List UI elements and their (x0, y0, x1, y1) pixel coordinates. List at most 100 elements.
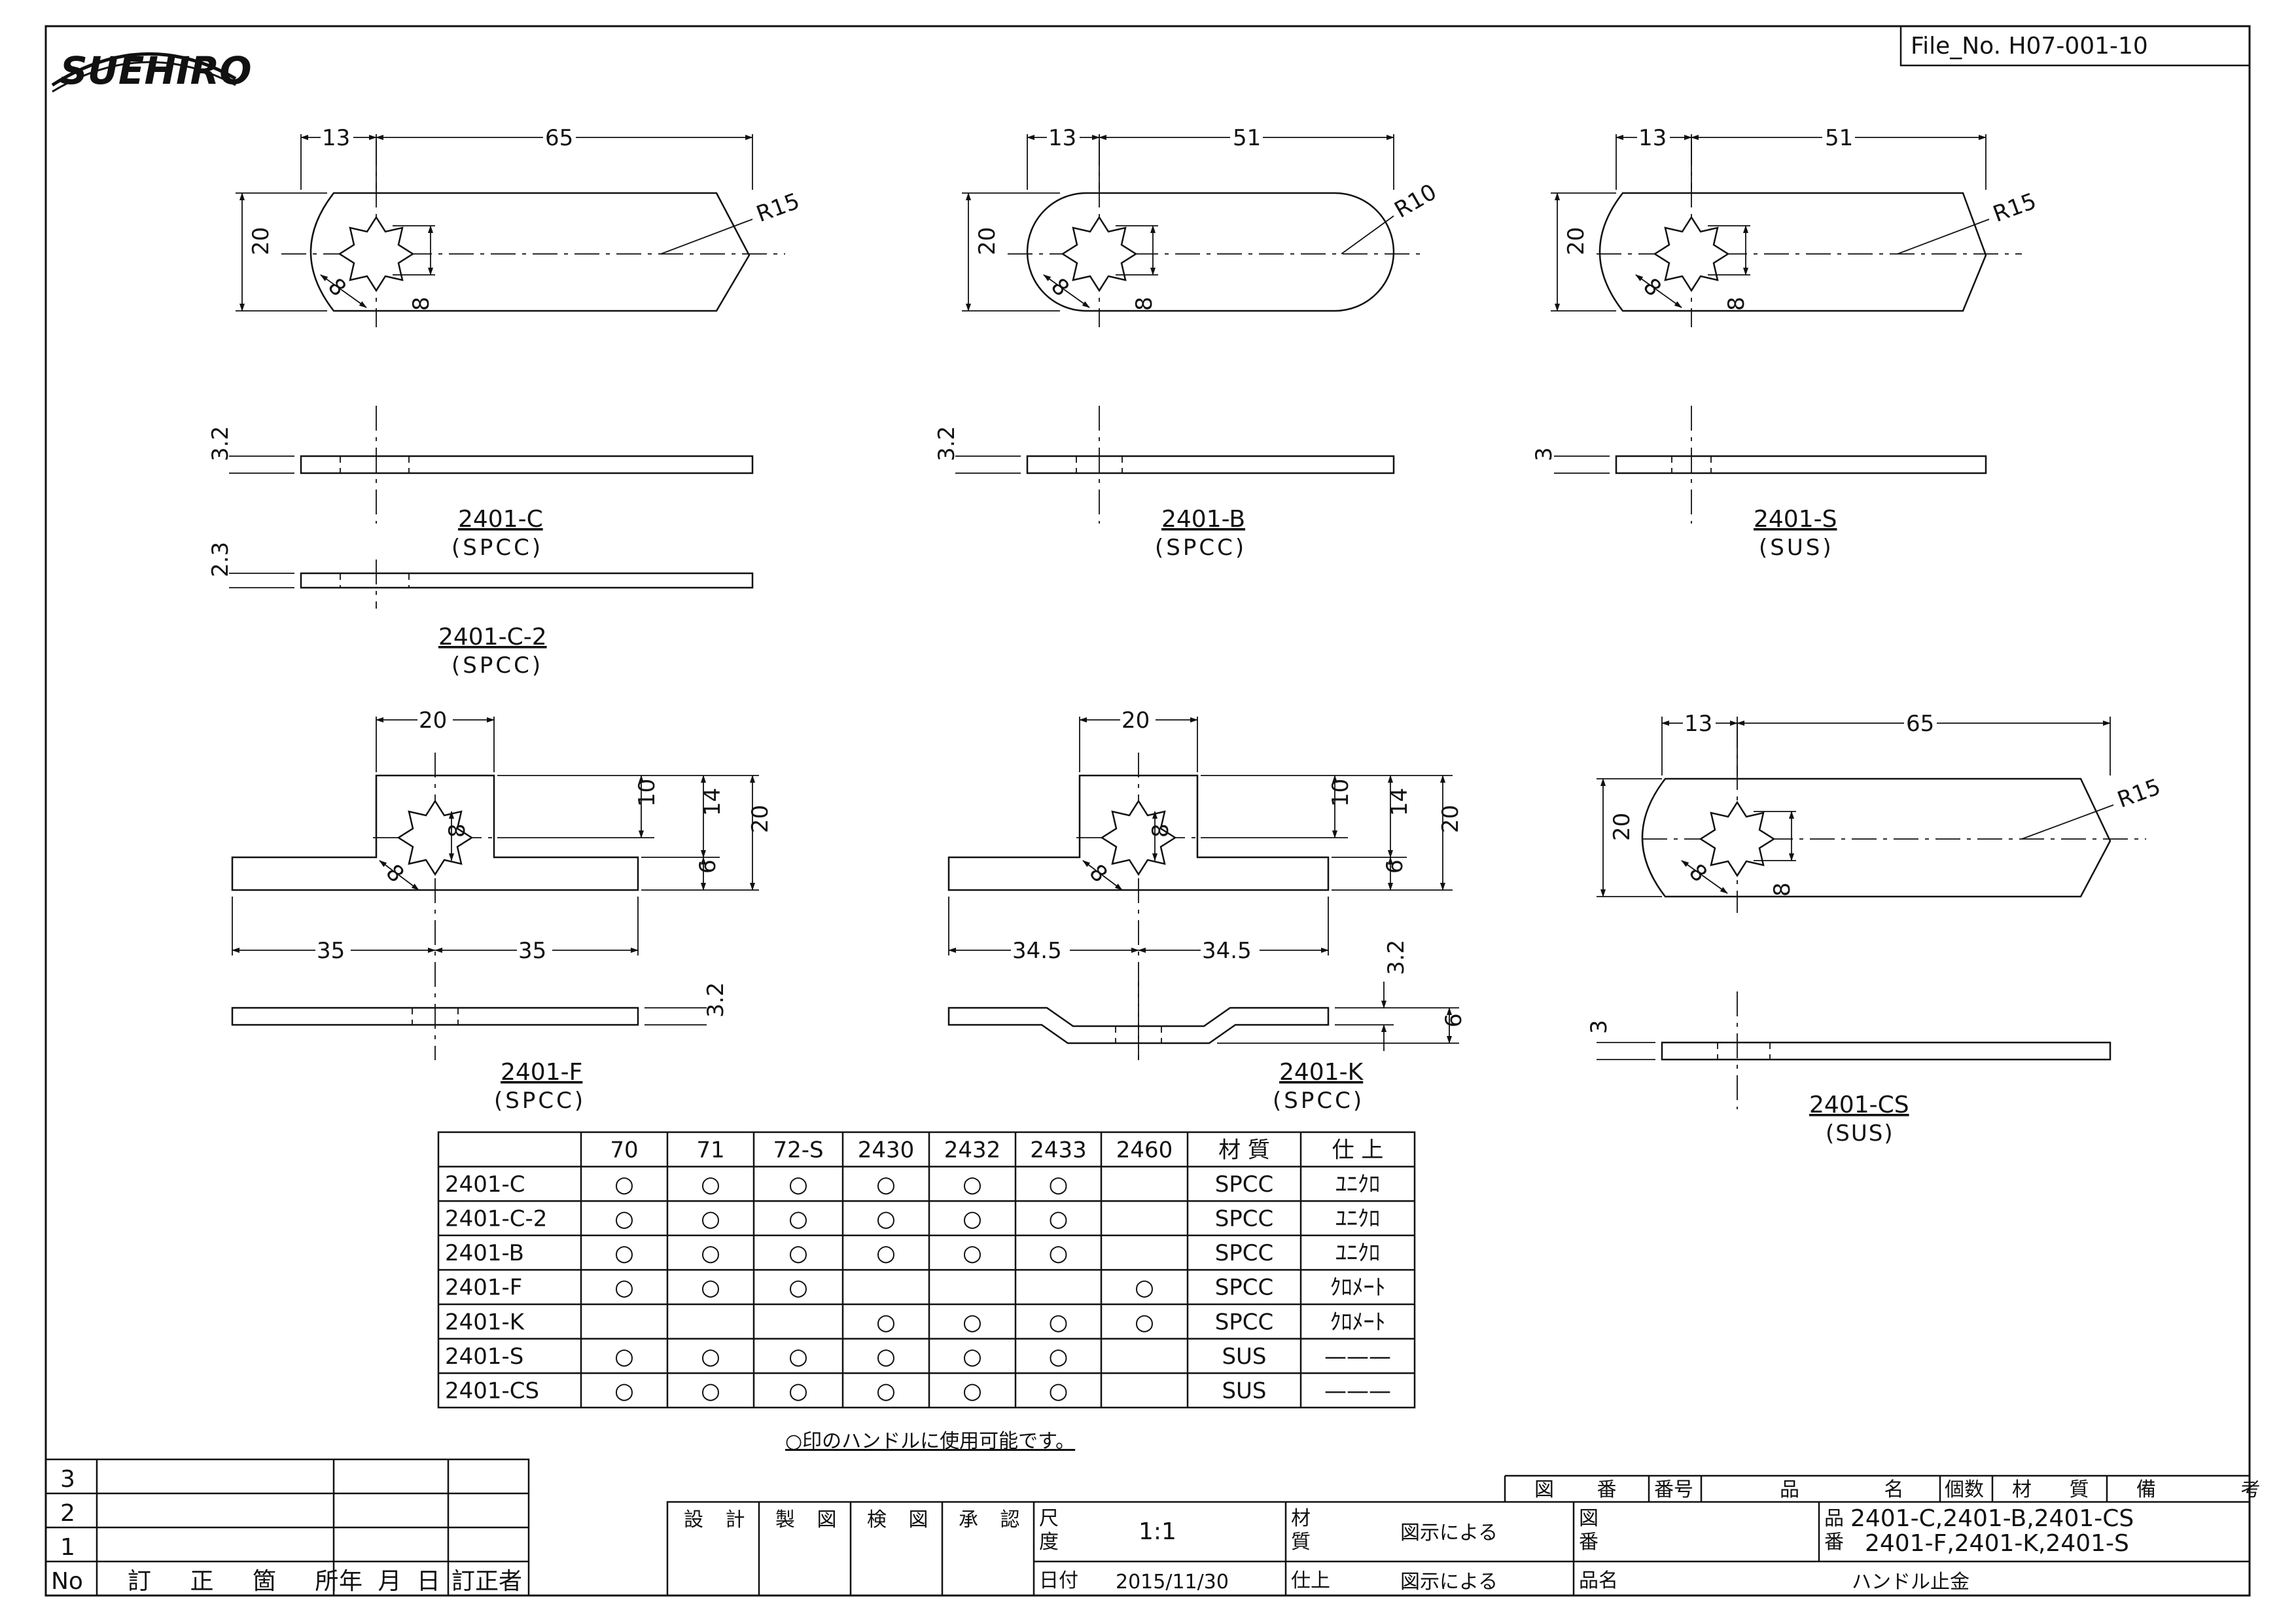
svg-text:3.2: 3.2 (1383, 940, 1409, 975)
compat-table-cell: ○ (701, 1240, 720, 1266)
svg-text:20: 20 (1438, 805, 1464, 833)
compat-table-cell: ﾕﾆｸﾛ (1335, 1171, 1380, 1198)
compat-table-cell: ○ (614, 1171, 634, 1198)
compat-table-cell: SPCC (1215, 1171, 1274, 1198)
part-2401-k-material: (SPCC) (1273, 1088, 1364, 1114)
svg-text:8: 8 (1723, 296, 1750, 311)
compat-table-cell: ○ (701, 1378, 720, 1404)
compat-header-cell: 2460 (1116, 1137, 1173, 1163)
svg-text:番号: 番号 (1654, 1478, 1693, 1501)
compat-table-cell: ○ (788, 1275, 808, 1301)
compat-table-cell: 2401-B (445, 1240, 524, 1266)
compat-table-cell: SUS (1222, 1378, 1266, 1404)
svg-text:R15: R15 (753, 188, 804, 227)
compat-table-cell: ○ (876, 1240, 896, 1266)
compat-header-cell: 材 質 (1218, 1137, 1270, 1163)
compat-table-cell: 2401-C (445, 1171, 525, 1198)
svg-text:8: 8 (1769, 882, 1795, 897)
svg-text:10: 10 (1328, 779, 1354, 807)
compat-table-cell: ｸﾛﾒｰﾄ (1330, 1309, 1386, 1335)
svg-text:51: 51 (1233, 125, 1261, 151)
part-2401-f-side: 3.2 (231, 982, 729, 1026)
compat-table-cell: ○ (963, 1378, 982, 1404)
svg-text:製 図: 製 図 (775, 1508, 845, 1531)
compat-table-cell: 2401-F (445, 1275, 522, 1301)
compat-table-cell: ○ (788, 1206, 808, 1232)
svg-text:図示による: 図示による (1400, 1571, 1498, 1594)
svg-text:8: 8 (1148, 823, 1174, 838)
part-2401-f-material: (SPCC) (494, 1088, 586, 1114)
svg-text:承 認: 承 認 (959, 1508, 1028, 1531)
svg-text:6: 6 (695, 859, 721, 874)
svg-text:番: 番 (1824, 1531, 1844, 1554)
svg-text:3: 3 (1531, 447, 1557, 461)
part-2401-s-name: 2401-S (1754, 506, 1837, 533)
svg-text:20: 20 (1563, 227, 1589, 255)
svg-text:R15: R15 (1990, 188, 2040, 227)
svg-text:14: 14 (699, 788, 726, 816)
svg-text:3.2: 3.2 (934, 426, 960, 461)
part-2401-cs-name: 2401-CS (1809, 1092, 1909, 1118)
svg-text:6: 6 (1441, 1013, 1467, 1027)
compat-table-cell: SPCC (1215, 1309, 1274, 1335)
part-2401-s-side: 3 (1531, 406, 1987, 524)
svg-text:14: 14 (1386, 788, 1413, 816)
compat-header-cell: 70 (610, 1137, 638, 1163)
compat-table-cell: ○ (701, 1275, 720, 1301)
compat-table-cell: ○ (963, 1171, 982, 1198)
compat-table-cell: ○ (788, 1171, 808, 1198)
svg-text:2.3: 2.3 (207, 542, 234, 577)
svg-text:20: 20 (1122, 707, 1150, 734)
title-block: 図 番 番号 品 名 個数 材 質 備 考 設 計 製 図 検 図 承 認 尺 … (666, 1474, 2261, 1597)
svg-text:8: 8 (1638, 273, 1667, 302)
compat-table-cell: ○ (614, 1240, 634, 1266)
svg-text:設 計: 設 計 (684, 1508, 753, 1531)
svg-text:ハンドル止金: ハンドル止金 (1852, 1571, 1969, 1594)
svg-text:訂 正 箇 所: 訂 正 箇 所 (128, 1568, 354, 1595)
file-no: File_No. H07-001-10 (1911, 33, 2148, 60)
svg-text:訂正者: 訂正者 (451, 1568, 522, 1595)
compat-table-cell: ○ (701, 1206, 720, 1232)
svg-text:13: 13 (1048, 125, 1076, 151)
compat-table-cell: ○ (788, 1240, 808, 1266)
compat-table-cell: ○ (701, 1171, 720, 1198)
compat-table-cell: ○ (788, 1378, 808, 1404)
svg-text:品: 品 (1824, 1507, 1844, 1530)
compat-table-cell: ○ (788, 1344, 808, 1370)
part-2401-c-name: 2401-C (458, 506, 543, 533)
svg-text:13: 13 (1638, 125, 1667, 151)
part-2401-c2-material: (SPCC) (451, 652, 543, 679)
svg-text:35: 35 (317, 938, 345, 964)
svg-text:13: 13 (1684, 711, 1712, 737)
svg-text:年 月 日: 年 月 日 (339, 1568, 444, 1595)
svg-text:65: 65 (545, 125, 573, 151)
compat-table-cell: SPCC (1215, 1206, 1274, 1232)
compat-table-cell: ○ (876, 1309, 896, 1335)
svg-text:1:1: 1:1 (1139, 1518, 1176, 1545)
part-2401-f-name: 2401-F (501, 1059, 582, 1086)
svg-text:2015/11/30: 2015/11/30 (1116, 1571, 1229, 1594)
compat-table-cell: ○ (1049, 1206, 1069, 1232)
compat-table-cell: ○ (1049, 1344, 1069, 1370)
svg-text:質: 質 (1291, 1531, 1311, 1554)
svg-text:8: 8 (1684, 859, 1712, 887)
svg-text:R15: R15 (2114, 774, 2164, 813)
compat-table-cell: ○ (876, 1378, 896, 1404)
svg-text:材 質: 材 質 (2012, 1478, 2105, 1501)
svg-text:51: 51 (1825, 125, 1853, 151)
svg-text:図 番: 図 番 (1534, 1478, 1635, 1501)
svg-text:20: 20 (974, 227, 1000, 255)
svg-text:番: 番 (1579, 1531, 1598, 1554)
part-2401-c2-name: 2401-C-2 (438, 624, 547, 651)
compat-table-cell: ○ (963, 1206, 982, 1232)
part-2401-c-material: (SPCC) (451, 535, 543, 561)
compat-table-cell: SUS (1222, 1344, 1266, 1370)
part-2401-cs-material: (SUS) (1826, 1120, 1894, 1147)
compat-table-cell: ○ (1049, 1378, 1069, 1404)
svg-text:34.5: 34.5 (1202, 938, 1252, 964)
compat-table-cell: ○ (701, 1344, 720, 1370)
compat-table-cell: ○ (1135, 1275, 1154, 1301)
svg-text:R10: R10 (1390, 179, 1441, 223)
compat-table-cell: 2401-CS (445, 1378, 539, 1404)
